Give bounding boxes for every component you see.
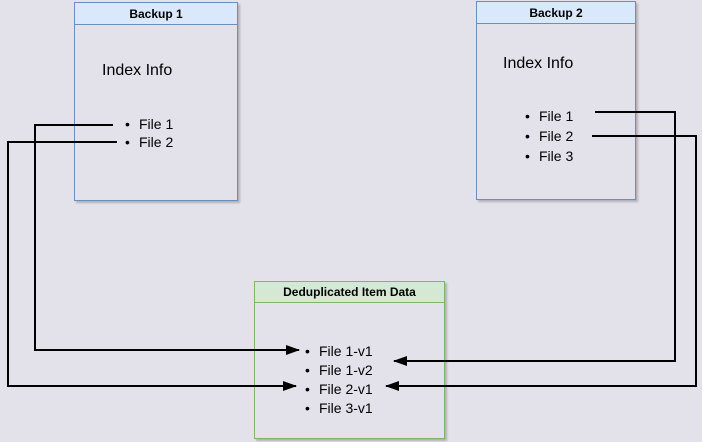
backup-2-title: Backup 2 (529, 5, 583, 20)
list-item: File 1-v2 (305, 360, 373, 379)
list-item: File 1-v1 (305, 341, 373, 360)
list-item: File 3-v1 (305, 398, 373, 417)
backup-1-title: Backup 1 (129, 6, 183, 21)
backup-1-index-info-label: Index Info (102, 62, 173, 79)
deduplicated-item-data-title: Deduplicated Item Data (283, 285, 416, 299)
list-item: File 2 (525, 126, 573, 146)
backup-1-header: Backup 1 (75, 3, 237, 25)
backup-2-header: Backup 2 (477, 2, 635, 24)
list-item: File 3 (525, 146, 573, 166)
backup-1-box: Backup 1 Index Info File 1 File 2 (74, 2, 238, 201)
list-item: File 1 (125, 115, 173, 133)
backup-2-file-list: File 1 File 2 File 3 (525, 106, 573, 166)
backup-1-file-list: File 1 File 2 (125, 115, 173, 151)
backup-2-index-info-label: Index Info (503, 55, 574, 72)
list-item: File 2 (125, 133, 173, 151)
list-item: File 2-v1 (305, 379, 373, 398)
dedup-item-list: File 1-v1 File 1-v2 File 2-v1 File 3-v1 (305, 341, 373, 417)
deduplicated-item-data-box: Deduplicated Item Data File 1-v1 File 1-… (254, 281, 445, 439)
backup-2-box: Backup 2 Index Info File 1 File 2 File 3 (476, 1, 636, 200)
deduplicated-item-data-header: Deduplicated Item Data (255, 282, 444, 303)
list-item: File 1 (525, 106, 573, 126)
